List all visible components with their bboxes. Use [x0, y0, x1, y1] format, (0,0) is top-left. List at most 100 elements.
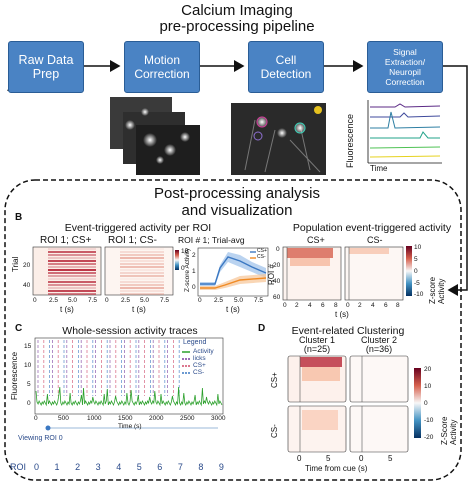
legend-title: Legend — [183, 339, 207, 346]
heatmap-trial-row — [48, 251, 96, 253]
cell-detection-image — [231, 103, 326, 175]
cluster2-label: Cluster 2 — [360, 335, 397, 345]
session-ytick-10: 10 — [24, 362, 32, 369]
panel-d-title: Event-related Clustering — [291, 325, 405, 337]
roi-five-label: 5 — [318, 107, 322, 114]
pop-xtick-4b: 4 — [371, 302, 375, 309]
pop-cbar-m5: -5 — [414, 280, 420, 287]
heatmap-trial-row — [120, 266, 164, 268]
motion-line2: Correction — [134, 67, 190, 81]
roi-tick-7[interactable]: 7 — [177, 462, 183, 472]
signal-line4: Correction — [385, 77, 425, 87]
activity-trace — [35, 386, 223, 407]
d-cbar-label: Z-Score Activity — [440, 416, 458, 445]
pop-ytick-0: 0 — [276, 246, 280, 253]
h1-xlabel: t (s) — [60, 305, 74, 314]
heatmap2 — [104, 246, 174, 296]
roi-tick-9[interactable]: 9 — [218, 462, 224, 472]
roi-slider-label[interactable]: ROI — [10, 462, 27, 472]
post-title-line1: Post-processing analysis — [154, 185, 320, 202]
roi-tick-2[interactable]: 2 — [75, 462, 81, 472]
heatmap-trial-row — [48, 263, 96, 265]
pop-ytick-40: 40 — [273, 278, 281, 285]
pop-xtick-8b: 8 — [396, 302, 400, 309]
avg-xtick-1: 2.5 — [214, 297, 224, 304]
d-cbar-0: 0 — [424, 400, 428, 407]
pop-cbar-5: 5 — [414, 256, 418, 263]
hcbar-tick-0: 0 — [181, 265, 185, 272]
cluster1-label: Cluster 1 — [298, 335, 335, 345]
signal-line1: Signal — [393, 47, 417, 57]
heatmap-trial-row — [48, 257, 96, 259]
avg-ytick-2: 2 — [192, 252, 196, 259]
heatmap-trial-row — [48, 284, 96, 286]
avg-xlabel: t (s) — [226, 305, 240, 314]
raw-image-stack — [110, 97, 200, 175]
panel-c-letter: C — [15, 323, 23, 334]
h2-xtick-3: 7.5 — [160, 297, 170, 304]
hcbar-tick-10: 10 — [181, 248, 189, 255]
roi-tick-1[interactable]: 1 — [54, 462, 60, 472]
roi-slider-handle[interactable] — [45, 425, 51, 431]
motion-line1: Motion — [143, 53, 180, 67]
roi-tick-6[interactable]: 6 — [157, 462, 163, 472]
cluster2-cs-plus-heatmap — [349, 355, 409, 403]
signal-line3: Neuropil — [389, 67, 421, 77]
raw-data-line1: Raw Data — [18, 53, 74, 67]
h1-xtick-1: 2.5 — [49, 297, 59, 304]
roi-tick-5[interactable]: 5 — [136, 462, 142, 472]
panel-c-title: Whole-session activity traces — [62, 325, 198, 337]
heatmap-trial-row — [120, 284, 164, 286]
heatmap-trial-row — [120, 269, 164, 271]
cell-line1: Cell — [275, 53, 297, 67]
heatmap-trial-row — [48, 272, 96, 274]
cluster1-header: Cluster 1 (n=25) — [288, 336, 346, 354]
h2-xtick-1: 2.5 — [121, 297, 131, 304]
session-ytick-15: 15 — [24, 343, 32, 350]
heatmap-trial-row — [48, 293, 96, 295]
pop-xtick-8a: 8 — [334, 302, 338, 309]
roi-tick-3[interactable]: 3 — [95, 462, 101, 472]
heatmap-trial-row — [120, 251, 164, 253]
legend-cs-plus: CS+ — [193, 362, 206, 369]
pop-xlabel: t (s) — [335, 310, 349, 319]
heatmap-colorbar — [175, 250, 179, 270]
session-ytick-0: 0 — [27, 400, 31, 407]
roi-tick-0[interactable]: 0 — [34, 462, 40, 472]
heatmap1-title: ROI 1; CS+ — [40, 235, 92, 246]
pop-cbar-10: 10 — [414, 244, 422, 251]
roi-tick-row[interactable]: 0 1 2 3 4 5 6 7 8 9 — [34, 462, 224, 472]
signal-line2: Extraction/ — [384, 57, 426, 67]
heatmap-trial-row — [120, 248, 164, 250]
trial-avg-title: ROI # 1; Trial-avg — [178, 235, 245, 245]
legend-licks: licks — [193, 355, 206, 362]
avg-xtick-0: 0 — [198, 297, 202, 304]
session-xtick-0: 0 — [34, 415, 38, 422]
heatmap-trial-row — [48, 278, 96, 280]
heatmap-trial-row — [48, 260, 96, 262]
roi-tick-4[interactable]: 4 — [116, 462, 122, 472]
heatmap-trial-row — [120, 290, 164, 292]
row-cs-minus-label: CS- — [270, 424, 279, 438]
roi-tick-8[interactable]: 8 — [198, 462, 204, 472]
raw-data-line2: Prep — [32, 67, 60, 81]
h2-xlabel: t (s) — [132, 305, 146, 314]
heatmap2-title: ROI 1; CS- — [108, 235, 157, 246]
heatmap-trial-row — [48, 290, 96, 292]
population-title: Population event-triggered activity — [292, 222, 452, 234]
d-cbar-20: 20 — [424, 366, 432, 373]
pop-xtick-2a: 2 — [295, 302, 299, 309]
cell-line2: Detection — [260, 67, 312, 81]
cluster2-n: (n=36) — [365, 344, 393, 354]
d-xtick-0b: 0 — [359, 454, 364, 463]
legend-activity: Activity — [193, 348, 214, 355]
session-ytick-5: 5 — [27, 381, 31, 388]
heatmap-trial-row — [48, 287, 96, 289]
pop-xtick-4a: 4 — [308, 302, 312, 309]
avg-xtick-2: 5.0 — [234, 297, 244, 304]
d-cbar-m10: -10 — [424, 417, 434, 424]
cluster1-n: (n=25) — [303, 344, 331, 354]
